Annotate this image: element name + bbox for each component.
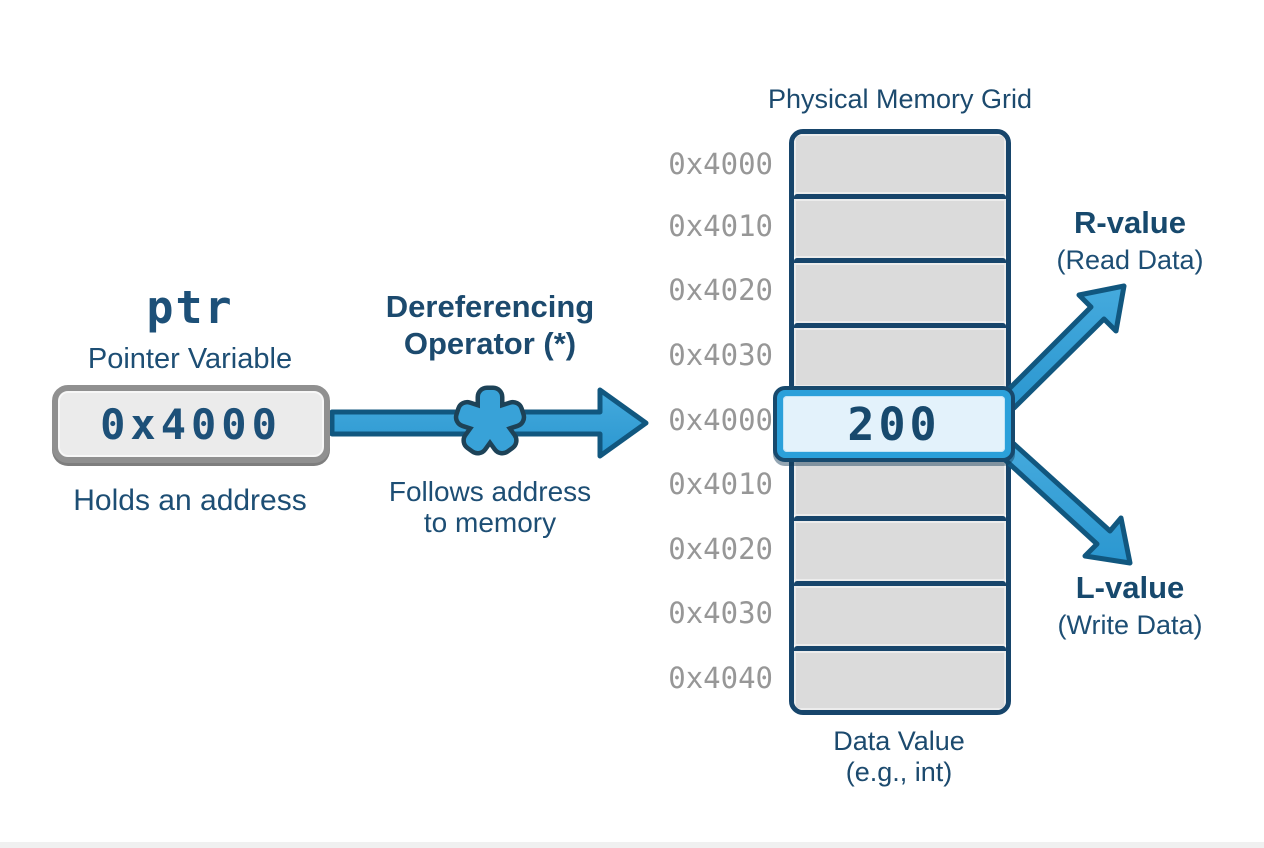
data-value-caption: Data Value (e.g., int) [749, 726, 1049, 788]
highlighted-cell-frame: 200 [783, 396, 1005, 452]
operator-caption-line2: to memory [423, 507, 557, 538]
memory-cell [794, 645, 1006, 710]
operator-title-line1: Dereferencing [385, 289, 595, 324]
address-label: 0x4000 [668, 402, 773, 437]
pointer-value: 0x4000 [100, 399, 282, 449]
pointer-subtitle: Pointer Variable [87, 343, 293, 375]
address-label: 0x4020 [668, 273, 773, 308]
asterisk-icon [453, 385, 527, 456]
dereference-arrow-icon [329, 387, 649, 459]
address-label: 0x4030 [668, 596, 773, 631]
r-value-sublabel: (Read Data) [1056, 245, 1204, 275]
address-label: 0x4030 [668, 337, 773, 372]
r-value-label: R-value [1074, 205, 1186, 240]
l-value-label-group: L-value (Write Data) [1020, 570, 1240, 641]
memory-cell [794, 580, 1006, 646]
r-value-label-group: R-value (Read Data) [1020, 205, 1240, 276]
data-value-caption-line1: Data Value [833, 726, 965, 756]
highlighted-cell-value: 200 [847, 397, 941, 451]
address-label: 0x4010 [668, 467, 773, 502]
bottom-band [0, 842, 1264, 848]
pointer-caption: Holds an address [73, 484, 307, 517]
memory-grid-title: Physical Memory Grid [767, 84, 1033, 114]
l-value-arrow-icon [999, 441, 1133, 566]
address-label: 0x4000 [668, 146, 773, 181]
operator-title: Dereferencing Operator (*) [355, 288, 625, 362]
r-value-arrow-icon [999, 283, 1127, 411]
memory-cell [794, 516, 1006, 581]
pointer-name: ptr [146, 281, 234, 334]
pointer-value-box: 0x4000 [52, 385, 330, 463]
highlighted-memory-cell: 200 [773, 386, 1015, 462]
address-label: 0x4010 [668, 208, 773, 243]
address-label: 0x4020 [668, 531, 773, 566]
memory-cell [794, 193, 1006, 259]
operator-title-line2: Operator (*) [403, 326, 577, 361]
l-value-sublabel: (Write Data) [1057, 610, 1203, 640]
memory-cell [794, 134, 1006, 194]
operator-caption: Follows address to memory [355, 476, 625, 538]
operator-caption-line1: Follows address [388, 476, 592, 507]
data-value-caption-line2: (e.g., int) [845, 757, 953, 787]
memory-cell [794, 258, 1006, 323]
address-label: 0x4040 [668, 660, 773, 695]
l-value-label: L-value [1075, 570, 1185, 605]
memory-cell [794, 322, 1006, 388]
